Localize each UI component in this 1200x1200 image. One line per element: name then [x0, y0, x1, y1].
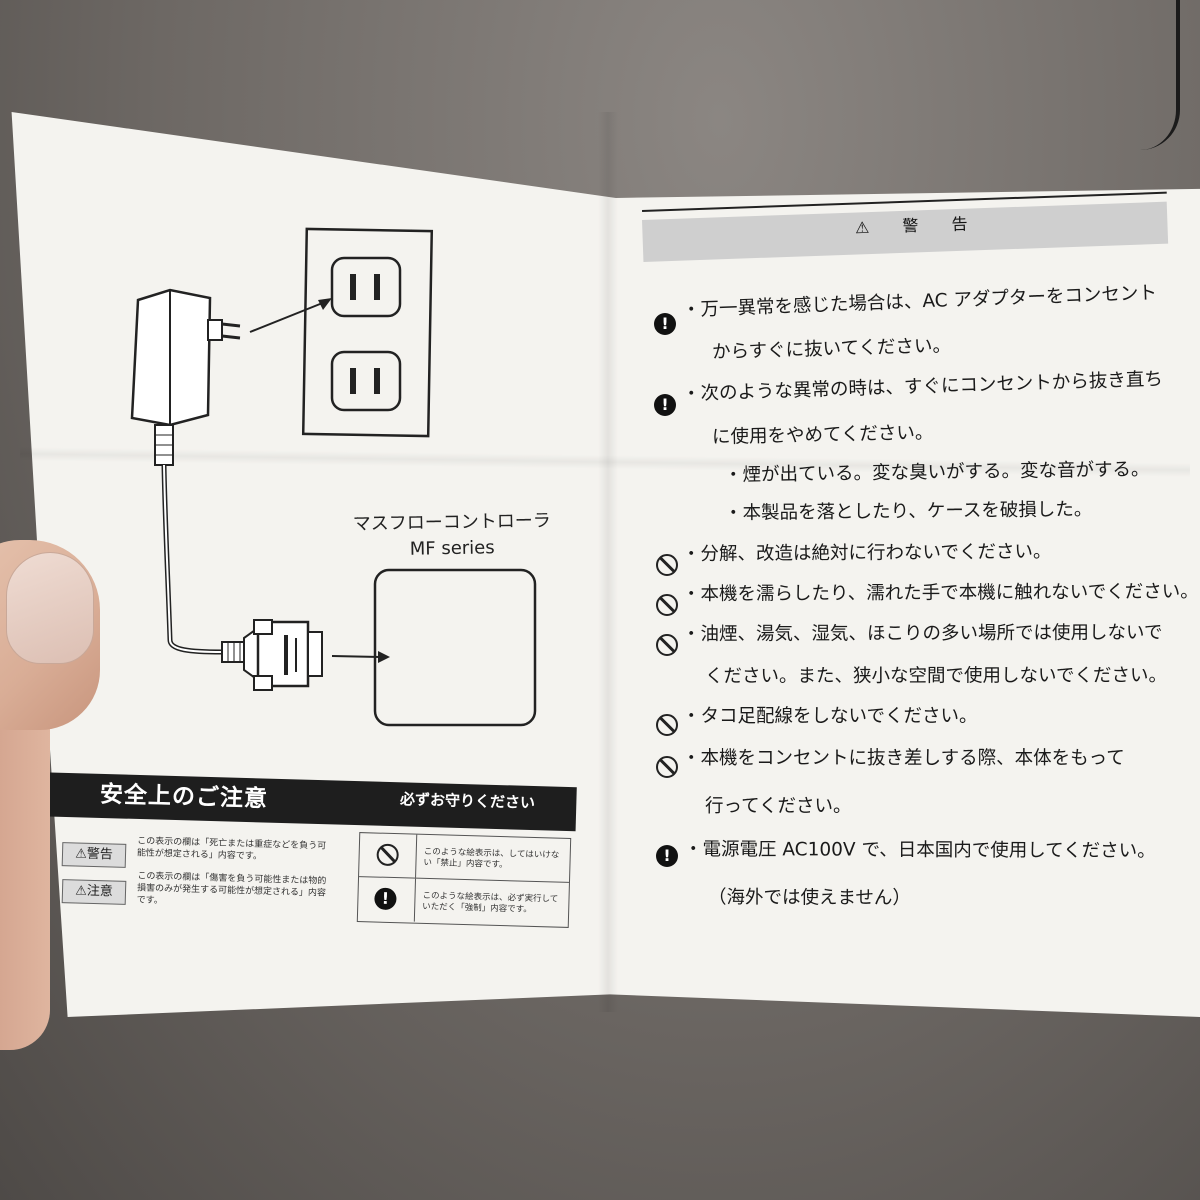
ac-adapter	[130, 288, 241, 466]
dsub-connector	[221, 619, 323, 691]
prohibit-icon	[656, 554, 678, 576]
warning-item-7-line-2: 行ってください。	[705, 796, 852, 817]
exclamation-icon: !	[656, 845, 678, 867]
outlet-socket-top	[330, 256, 402, 318]
exclamation-icon: !	[654, 313, 676, 335]
warning-item-6: ・タコ足配線をしないでください。	[682, 706, 978, 727]
prohibit-icon	[656, 634, 678, 656]
legend-caution-text: この表示の欄は「傷害を負う可能性または物的損害のみが発生する可能性が想定される」…	[136, 871, 327, 907]
symbol-mandatory-text: このような絵表示は、必ず実行していただく「強制」内容です。	[422, 890, 559, 915]
symbol-legend-box: このような絵表示は、してはいけない「禁止」内容です。 ! このような絵表示は、必…	[356, 832, 572, 928]
warning-item-3: ・分解、改造は絶対に行わないでください。	[681, 541, 1052, 565]
warning-subitem-2: ・本製品を落としたり、ケースを破損した。	[723, 499, 1093, 524]
adapter-cable	[161, 464, 223, 655]
warning-item-5-line-2: ください。また、狭小な空間で使用しないでください。	[704, 665, 1167, 687]
wall-outlet-plate	[301, 227, 434, 438]
connection-diagram	[130, 227, 537, 727]
device-label-line1: マスフローコントローラ	[352, 510, 551, 535]
legend-warning-tag: ⚠警告	[61, 842, 127, 868]
warning-item-7-line-1: ・本機をコンセントに抜き差しする際、本体をもって	[682, 748, 1125, 769]
safety-notice-title: 安全上のご注意	[99, 781, 269, 813]
warning-item-5-line-1: ・油煙、湯気、湿気、ほこりの多い場所では使用しないで	[681, 622, 1163, 645]
exclamation-icon: !	[374, 887, 397, 911]
warning-item-4: ・本機を濡らしたり、濡れた手で本機に触れないでください。	[681, 581, 1199, 605]
hand-palm	[0, 690, 50, 1050]
warning-header-title: ⚠ 警 告	[854, 213, 982, 238]
warning-item-2-line-2: に使用をやめてください。	[711, 422, 934, 448]
prohibit-icon	[656, 594, 678, 616]
symbol-prohibit-text: このような絵表示は、してはいけない「禁止」内容です。	[423, 846, 560, 871]
exclamation-icon: !	[654, 394, 676, 416]
outlet-socket-bottom	[330, 350, 402, 412]
center-fold	[598, 112, 618, 1012]
legend-caution-tag: ⚠注意	[61, 879, 127, 905]
instruction-leaflet	[11, 112, 1200, 1017]
device-label-line2: MF series	[409, 537, 495, 560]
prohibit-icon	[656, 714, 678, 736]
mass-flow-controller-box	[373, 568, 537, 727]
prohibit-icon	[376, 843, 399, 867]
warning-item-8-line-2: （海外では使えません）	[707, 887, 911, 909]
device-label: マスフローコントローラ MF series	[353, 508, 552, 563]
warning-item-8-line-1: ・電源電圧 AC100V で、日本国内で使用してください。	[683, 839, 1156, 862]
prohibit-icon	[656, 756, 678, 778]
black-cable	[1136, 0, 1180, 150]
thumbnail	[6, 552, 94, 664]
safety-notice-subtitle: 必ずお守りください	[399, 790, 536, 812]
